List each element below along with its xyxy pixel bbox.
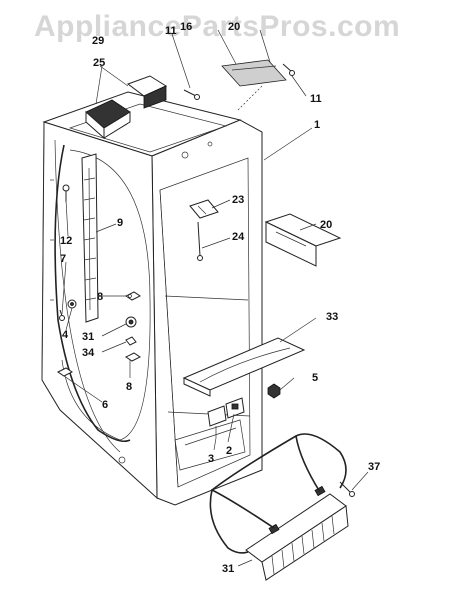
cabinet-liner [41, 91, 263, 506]
leader-lines [61, 29, 369, 567]
panel-16 [264, 213, 342, 267]
callout-8b: 8 [126, 381, 132, 393]
bracket-25 [126, 75, 168, 109]
callout-24: 25 [93, 57, 105, 69]
callout-29: 31 [82, 331, 94, 343]
fastener-4 [67, 299, 77, 309]
callout-22: 23 [232, 194, 244, 206]
cam-6 [57, 367, 73, 377]
callout-34: 33 [326, 311, 338, 323]
callout-4: 4 [62, 329, 69, 341]
crisper-cover-34 [182, 337, 306, 397]
watermark: AppliancePartsPros.com [34, 10, 401, 43]
callout-1: 1 [314, 119, 320, 131]
top-bracket-20 [221, 59, 287, 111]
screw-23 [197, 221, 203, 261]
top-screw-11b [282, 63, 295, 76]
callout-25: 29 [92, 35, 104, 47]
crisper-drawer-31 [245, 485, 349, 581]
callout-2: 2 [226, 445, 232, 457]
callout-5: 5 [312, 372, 318, 384]
callout-8a: 8 [97, 291, 103, 303]
drawer-wire-frame [209, 433, 347, 554]
callout-9: 9 [117, 217, 123, 229]
callout-11a: 11 [165, 25, 177, 37]
spacer-29 [125, 316, 137, 328]
callout-labels: 16 20 11 29 25 11 1 23 20 9 24 12 7 8 33… [60, 21, 380, 575]
callout-23: 24 [232, 231, 245, 243]
callout-7: 7 [60, 253, 66, 265]
wiring-harness [54, 144, 131, 443]
bracket-3 [207, 405, 227, 438]
screw-37 [339, 481, 355, 497]
callout-6: 6 [102, 399, 108, 411]
shelf-rail [81, 153, 99, 323]
callout-37: 37 [368, 461, 380, 473]
callout-33: 34 [82, 347, 95, 359]
clip-22 [189, 199, 219, 219]
nut-5 [267, 383, 281, 399]
callout-20a: 16 [180, 21, 192, 33]
clip-33 [125, 336, 137, 346]
callout-3: 3 [208, 453, 214, 465]
cam-8b [125, 352, 141, 362]
callout-16: 20 [320, 219, 332, 231]
callout-11b: 11 [310, 93, 322, 105]
control-housing [85, 99, 131, 140]
screw-7 [59, 309, 65, 321]
bracket-2 [225, 397, 245, 419]
cam-8a [125, 291, 141, 301]
callout-12: 12 [60, 235, 72, 247]
callout-31-label: 31 [222, 563, 234, 575]
top-screw-11 [183, 89, 200, 100]
callout-20b: 20 [228, 21, 240, 33]
